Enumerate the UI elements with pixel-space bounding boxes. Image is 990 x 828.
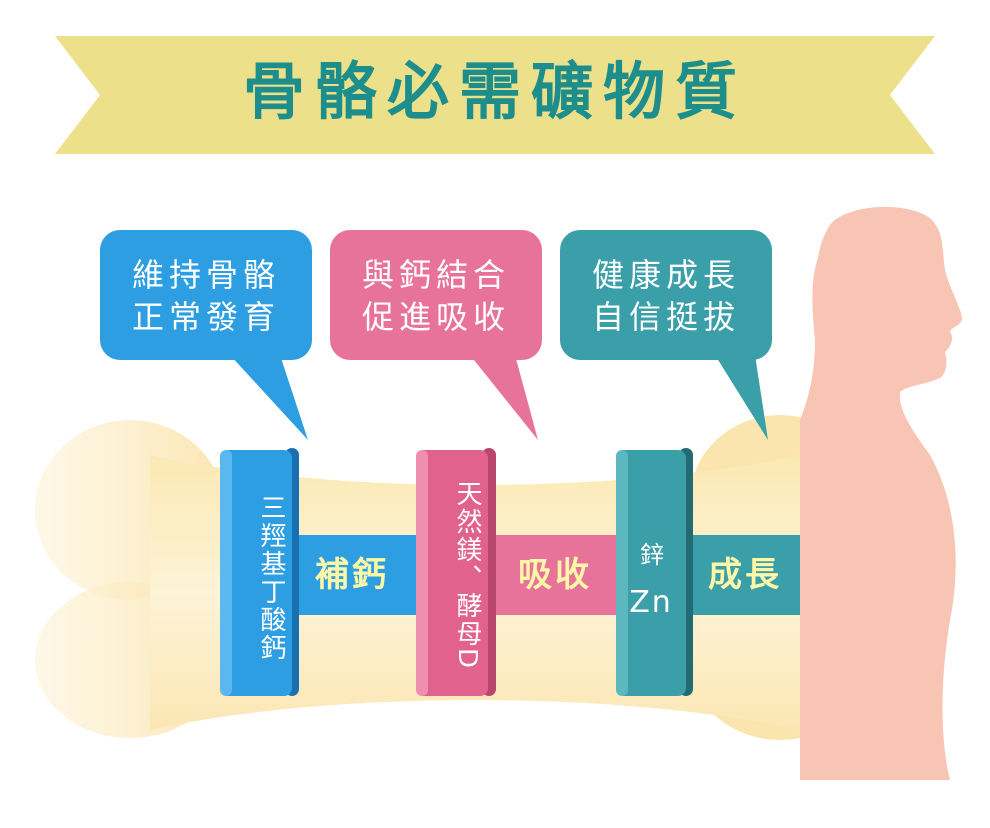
bubble-pink	[330, 230, 542, 440]
ring-teal-label-bottom: Zn	[629, 585, 673, 620]
bubble-teal-line2: 自信挺拔	[591, 298, 740, 336]
bubble-blue	[100, 230, 312, 440]
band-pink-label: 吸收	[518, 555, 592, 595]
ring-pink-label: 天然鎂、酵母D	[452, 479, 482, 671]
bubble-pink-line1: 與鈣結合	[361, 256, 510, 294]
ring-pink	[416, 450, 488, 696]
ring-blue-label: 三羥基丁酸鈣	[256, 494, 286, 662]
bubble-teal-line1: 健康成長	[591, 256, 740, 294]
bubble-pink-line2: 促進吸收	[361, 298, 510, 336]
ring-teal	[616, 450, 686, 696]
bubble-teal	[560, 230, 772, 440]
person-silhouette	[800, 206, 962, 781]
page-title: 骨骼必需礦物質	[242, 55, 747, 128]
title-ribbon	[55, 36, 935, 154]
ring-blue	[220, 450, 292, 696]
band-pink	[480, 535, 625, 615]
bubble-blue-line2: 正常發育	[131, 298, 280, 336]
bubble-blue-text: 維持骨骼 正常發育	[100, 254, 312, 338]
bubble-pink-text: 與鈣結合 促進吸收	[330, 254, 542, 338]
band-teal	[675, 535, 810, 615]
band-blue	[280, 535, 420, 615]
band-teal-label: 成長	[708, 555, 782, 595]
band-blue-label: 補鈣	[315, 555, 389, 595]
ring-teal-label-top: 鋅	[640, 541, 664, 569]
bubble-teal-text: 健康成長 自信挺拔	[560, 254, 772, 338]
bubble-blue-line1: 維持骨骼	[131, 256, 280, 294]
